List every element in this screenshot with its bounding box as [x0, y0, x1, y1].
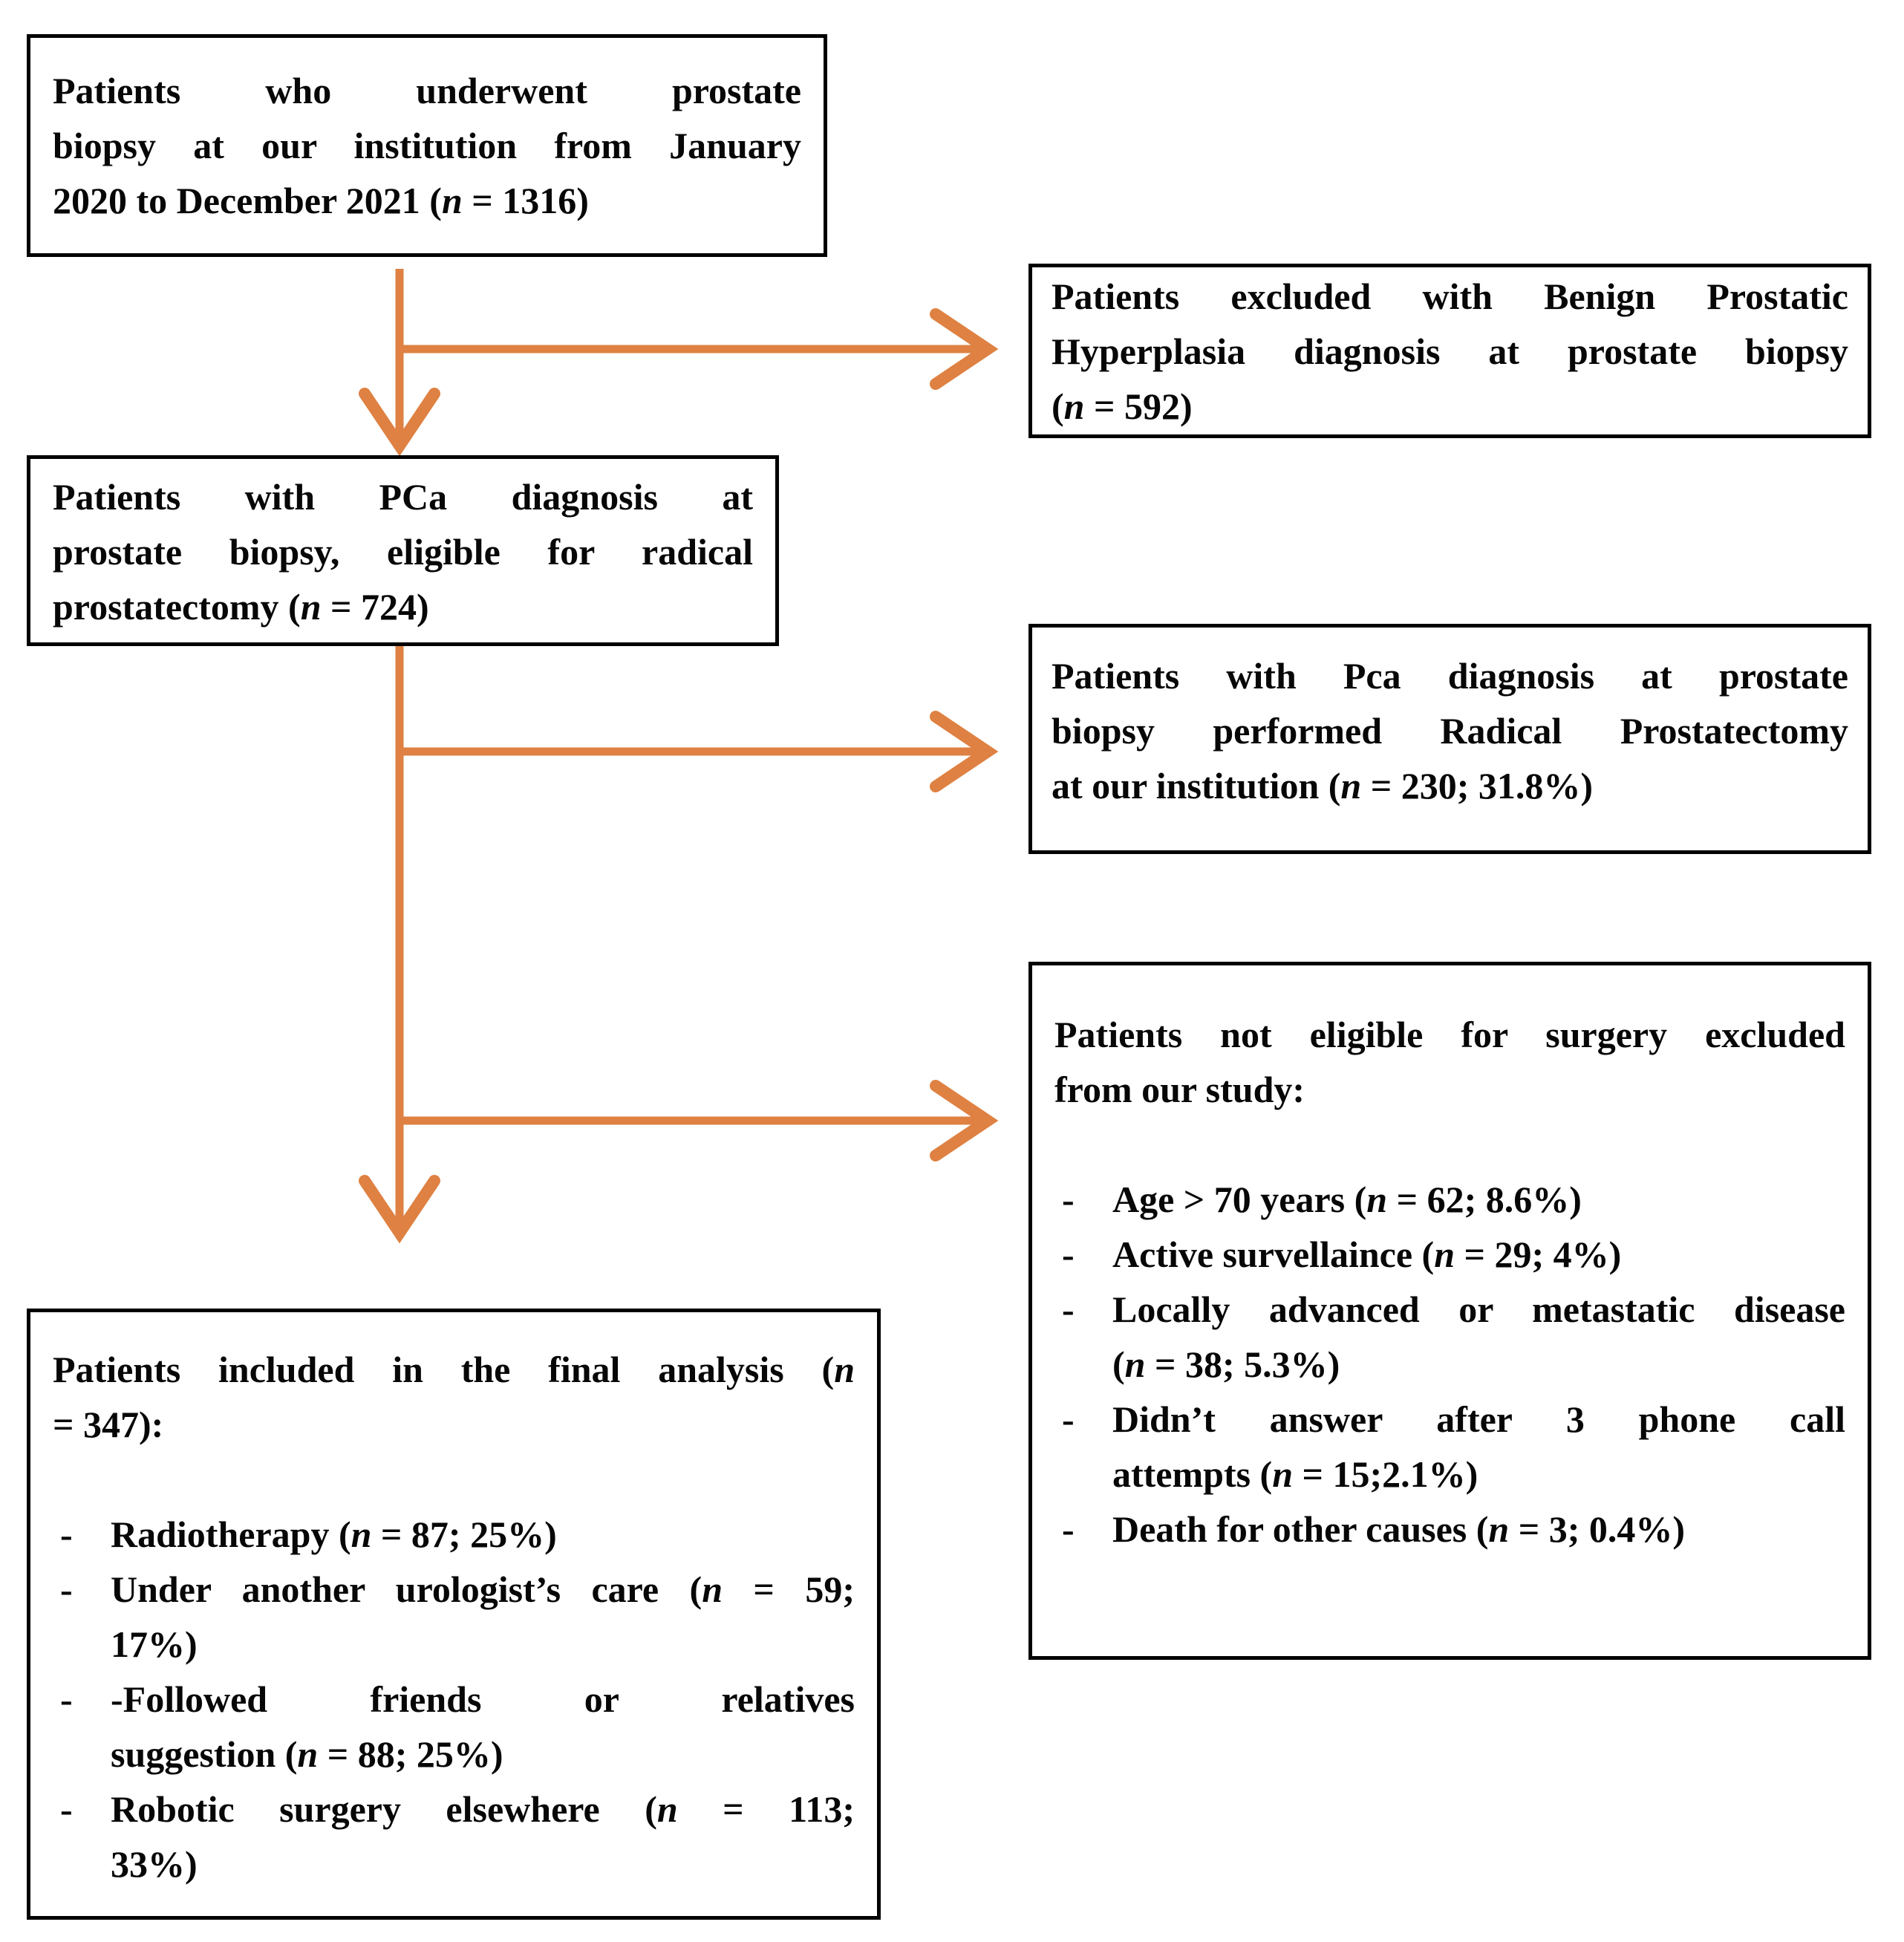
- box-text-line: Patients excluded with Benign Prostatic: [1052, 276, 1848, 317]
- list-item-text: Didn’t answer after 3 phone call: [1112, 1398, 1845, 1440]
- box-text-line: = 347):: [53, 1404, 164, 1445]
- list-item-text: Radiotherapy (n = 87; 25%): [111, 1513, 557, 1555]
- list-item: - Radiotherapy (n = 87; 25%): [53, 1507, 855, 1562]
- list-item-dash: -: [60, 1568, 73, 1610]
- list-item-text: suggestion (n = 88; 25%): [111, 1733, 503, 1775]
- list-item-dash: -: [60, 1788, 73, 1830]
- box-text-line: Patients with PCa diagnosis at: [53, 476, 753, 518]
- list-item-text: 33%): [111, 1843, 198, 1885]
- list-item-text: (n = 38; 5.3%): [1112, 1343, 1340, 1385]
- list-item: - Death for other causes (n = 3; 0.4%): [1054, 1502, 1845, 1557]
- list-item-text: -Followed friends or relatives: [111, 1678, 855, 1720]
- box-excluded-bph: Patients excluded with Benign Prostatic …: [1028, 264, 1871, 438]
- arrowhead-right-not-eligible: [930, 1080, 999, 1161]
- box-text-line: Patients not eligible for surgery exclud…: [1054, 1014, 1845, 1055]
- box-text-line: biopsy performed Radical Prostatectomy: [1052, 710, 1848, 752]
- box-text-line: Patients included in the final analysis …: [53, 1349, 855, 1390]
- list-item: - Robotic surgery elsewhere (n = 113; 33…: [53, 1782, 855, 1892]
- list-item-text: 17%): [111, 1623, 198, 1665]
- box-pca-eligible: Patients with PCa diagnosis at prostate …: [27, 455, 779, 646]
- list-item-dash: -: [60, 1513, 73, 1555]
- list-item-text: Locally advanced or metastatic disease: [1112, 1288, 1845, 1330]
- spacer: [53, 1452, 855, 1507]
- list-item-dash: -: [1062, 1288, 1075, 1330]
- list-item: - Age > 70 years (n = 62; 8.6%): [1054, 1172, 1845, 1227]
- list-item-dash: -: [1062, 1234, 1075, 1275]
- spacer: [1054, 1117, 1845, 1172]
- box-text-line: Patients with Pca diagnosis at prostate: [1052, 655, 1848, 697]
- list-item: - Didn’t answer after 3 phone call attem…: [1054, 1392, 1845, 1502]
- box-text-line: from our study:: [1054, 1069, 1305, 1110]
- arrowhead-down-box2: [359, 388, 440, 457]
- list-item-text: Age > 70 years (n = 62; 8.6%): [1112, 1179, 1582, 1220]
- box-text-line: Hyperplasia diagnosis at prostate biopsy: [1052, 330, 1848, 372]
- box-not-eligible-surgery: Patients not eligible for surgery exclud…: [1028, 962, 1871, 1660]
- arrowhead-down-final: [359, 1175, 440, 1244]
- box-text-line: 2020 to December 2021 (n = 1316): [53, 180, 589, 221]
- box-text-line: biopsy at our institution from January: [53, 125, 801, 166]
- box-text-line: prostatectomy (n = 724): [53, 586, 429, 628]
- list-item: - Active survellaince (n = 29; 4%): [1054, 1227, 1845, 1282]
- box-final-analysis: Patients included in the final analysis …: [27, 1309, 881, 1920]
- box-biopsy-population: Patients who underwent prostate biopsy a…: [27, 34, 827, 257]
- list-item-text: Robotic surgery elsewhere (n = 113;: [111, 1788, 855, 1830]
- arrowhead-right-rp: [930, 711, 999, 792]
- list-item-dash: -: [1062, 1179, 1075, 1220]
- box-performed-prostatectomy: Patients with Pca diagnosis at prostate …: [1028, 624, 1871, 854]
- box-text-line: prostate biopsy, eligible for radical: [53, 531, 753, 573]
- list-item: - Under another urologist’s care (n = 59…: [53, 1562, 855, 1672]
- list-item-text: Death for other causes (n = 3; 0.4%): [1112, 1508, 1686, 1550]
- box-text-line: (n = 592): [1052, 385, 1193, 427]
- list-item-text: Under another urologist’s care (n = 59;: [111, 1568, 855, 1610]
- list-item: - -Followed friends or relatives suggest…: [53, 1672, 855, 1782]
- list-item: - Locally advanced or metastatic disease…: [1054, 1282, 1845, 1392]
- list-item-dash: -: [1062, 1398, 1075, 1440]
- list-item-dash: -: [1062, 1508, 1075, 1550]
- list-item-text: Active survellaince (n = 29; 4%): [1112, 1234, 1622, 1275]
- box-text-line: Patients who underwent prostate: [53, 70, 801, 111]
- arrowhead-right-bph: [930, 308, 999, 390]
- list-item-text: attempts (n = 15;2.1%): [1112, 1453, 1478, 1495]
- box-text-line: at our institution (n = 230; 31.8%): [1052, 765, 1594, 807]
- list-item-dash: -: [60, 1678, 73, 1720]
